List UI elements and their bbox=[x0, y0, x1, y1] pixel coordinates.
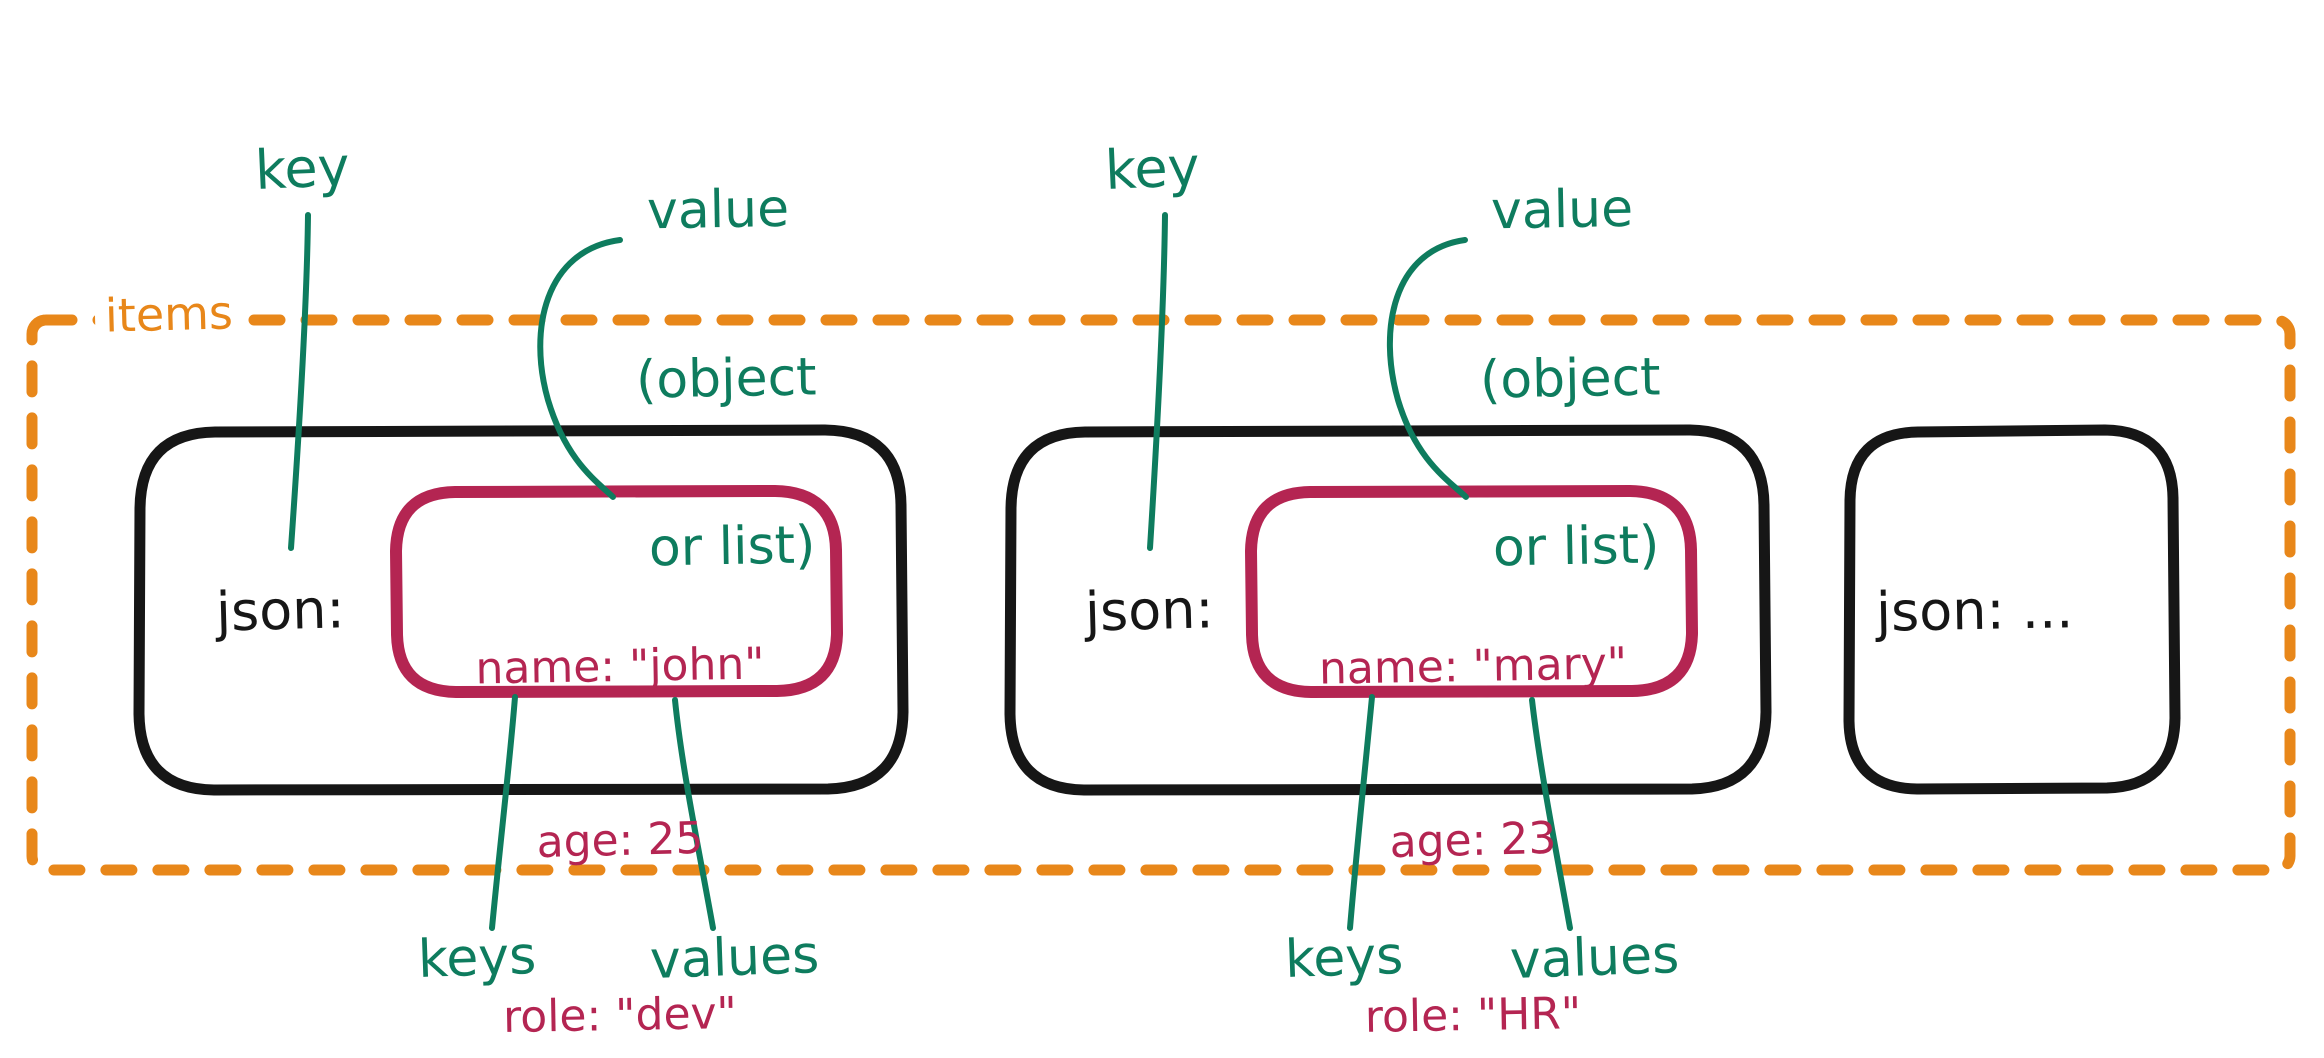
item-1-value-line-1: name: "john" bbox=[475, 638, 765, 695]
item-1-outer-box bbox=[133, 424, 909, 796]
leader-key-1 bbox=[288, 212, 311, 551]
annotation-value-1-line1: value bbox=[646, 179, 790, 242]
item-2-value-line-1: name: "mary" bbox=[1318, 638, 1628, 695]
item-1-key-label: json: bbox=[215, 577, 346, 644]
annotation-value-2-line1: value bbox=[1490, 179, 1634, 242]
leader-values-1 bbox=[672, 697, 716, 931]
item-2-value-line-2: age: 23 bbox=[1388, 813, 1557, 869]
item-1-value-line-2: age: 25 bbox=[535, 813, 704, 869]
annotation-key-1: key bbox=[253, 134, 351, 203]
annotation-keys-2: keys bbox=[1283, 925, 1405, 991]
leader-keys-2 bbox=[1347, 694, 1375, 931]
item-2-outer-box bbox=[1004, 424, 1772, 796]
leader-values-2 bbox=[1529, 697, 1573, 931]
annotation-value-1-line2: (object bbox=[635, 347, 818, 411]
item-2-key-label: json: bbox=[1084, 577, 1215, 644]
leader-keys-1 bbox=[489, 694, 518, 931]
item-2-value-line-3: role: "HR" bbox=[1364, 987, 1582, 1043]
item-3-outer-box bbox=[1843, 424, 2181, 795]
item-3-key-label: json: ... bbox=[1875, 577, 2074, 644]
item-1-value-line-3: role: "dev" bbox=[502, 987, 738, 1043]
annotation-key-2: key bbox=[1103, 134, 1201, 203]
leader-value-1 bbox=[537, 237, 623, 500]
annotation-keys-1: keys bbox=[416, 925, 538, 991]
leader-value-2 bbox=[1386, 237, 1469, 500]
annotation-values-2: values bbox=[1509, 925, 1681, 991]
annotation-value-2-line2: (object bbox=[1479, 347, 1662, 411]
leader-key-2 bbox=[1147, 212, 1168, 551]
item-1-value-box bbox=[390, 485, 843, 698]
annotation-values-1: values bbox=[649, 925, 821, 991]
items-container-label: items bbox=[94, 285, 244, 343]
item-2-value-box bbox=[1245, 485, 1698, 698]
